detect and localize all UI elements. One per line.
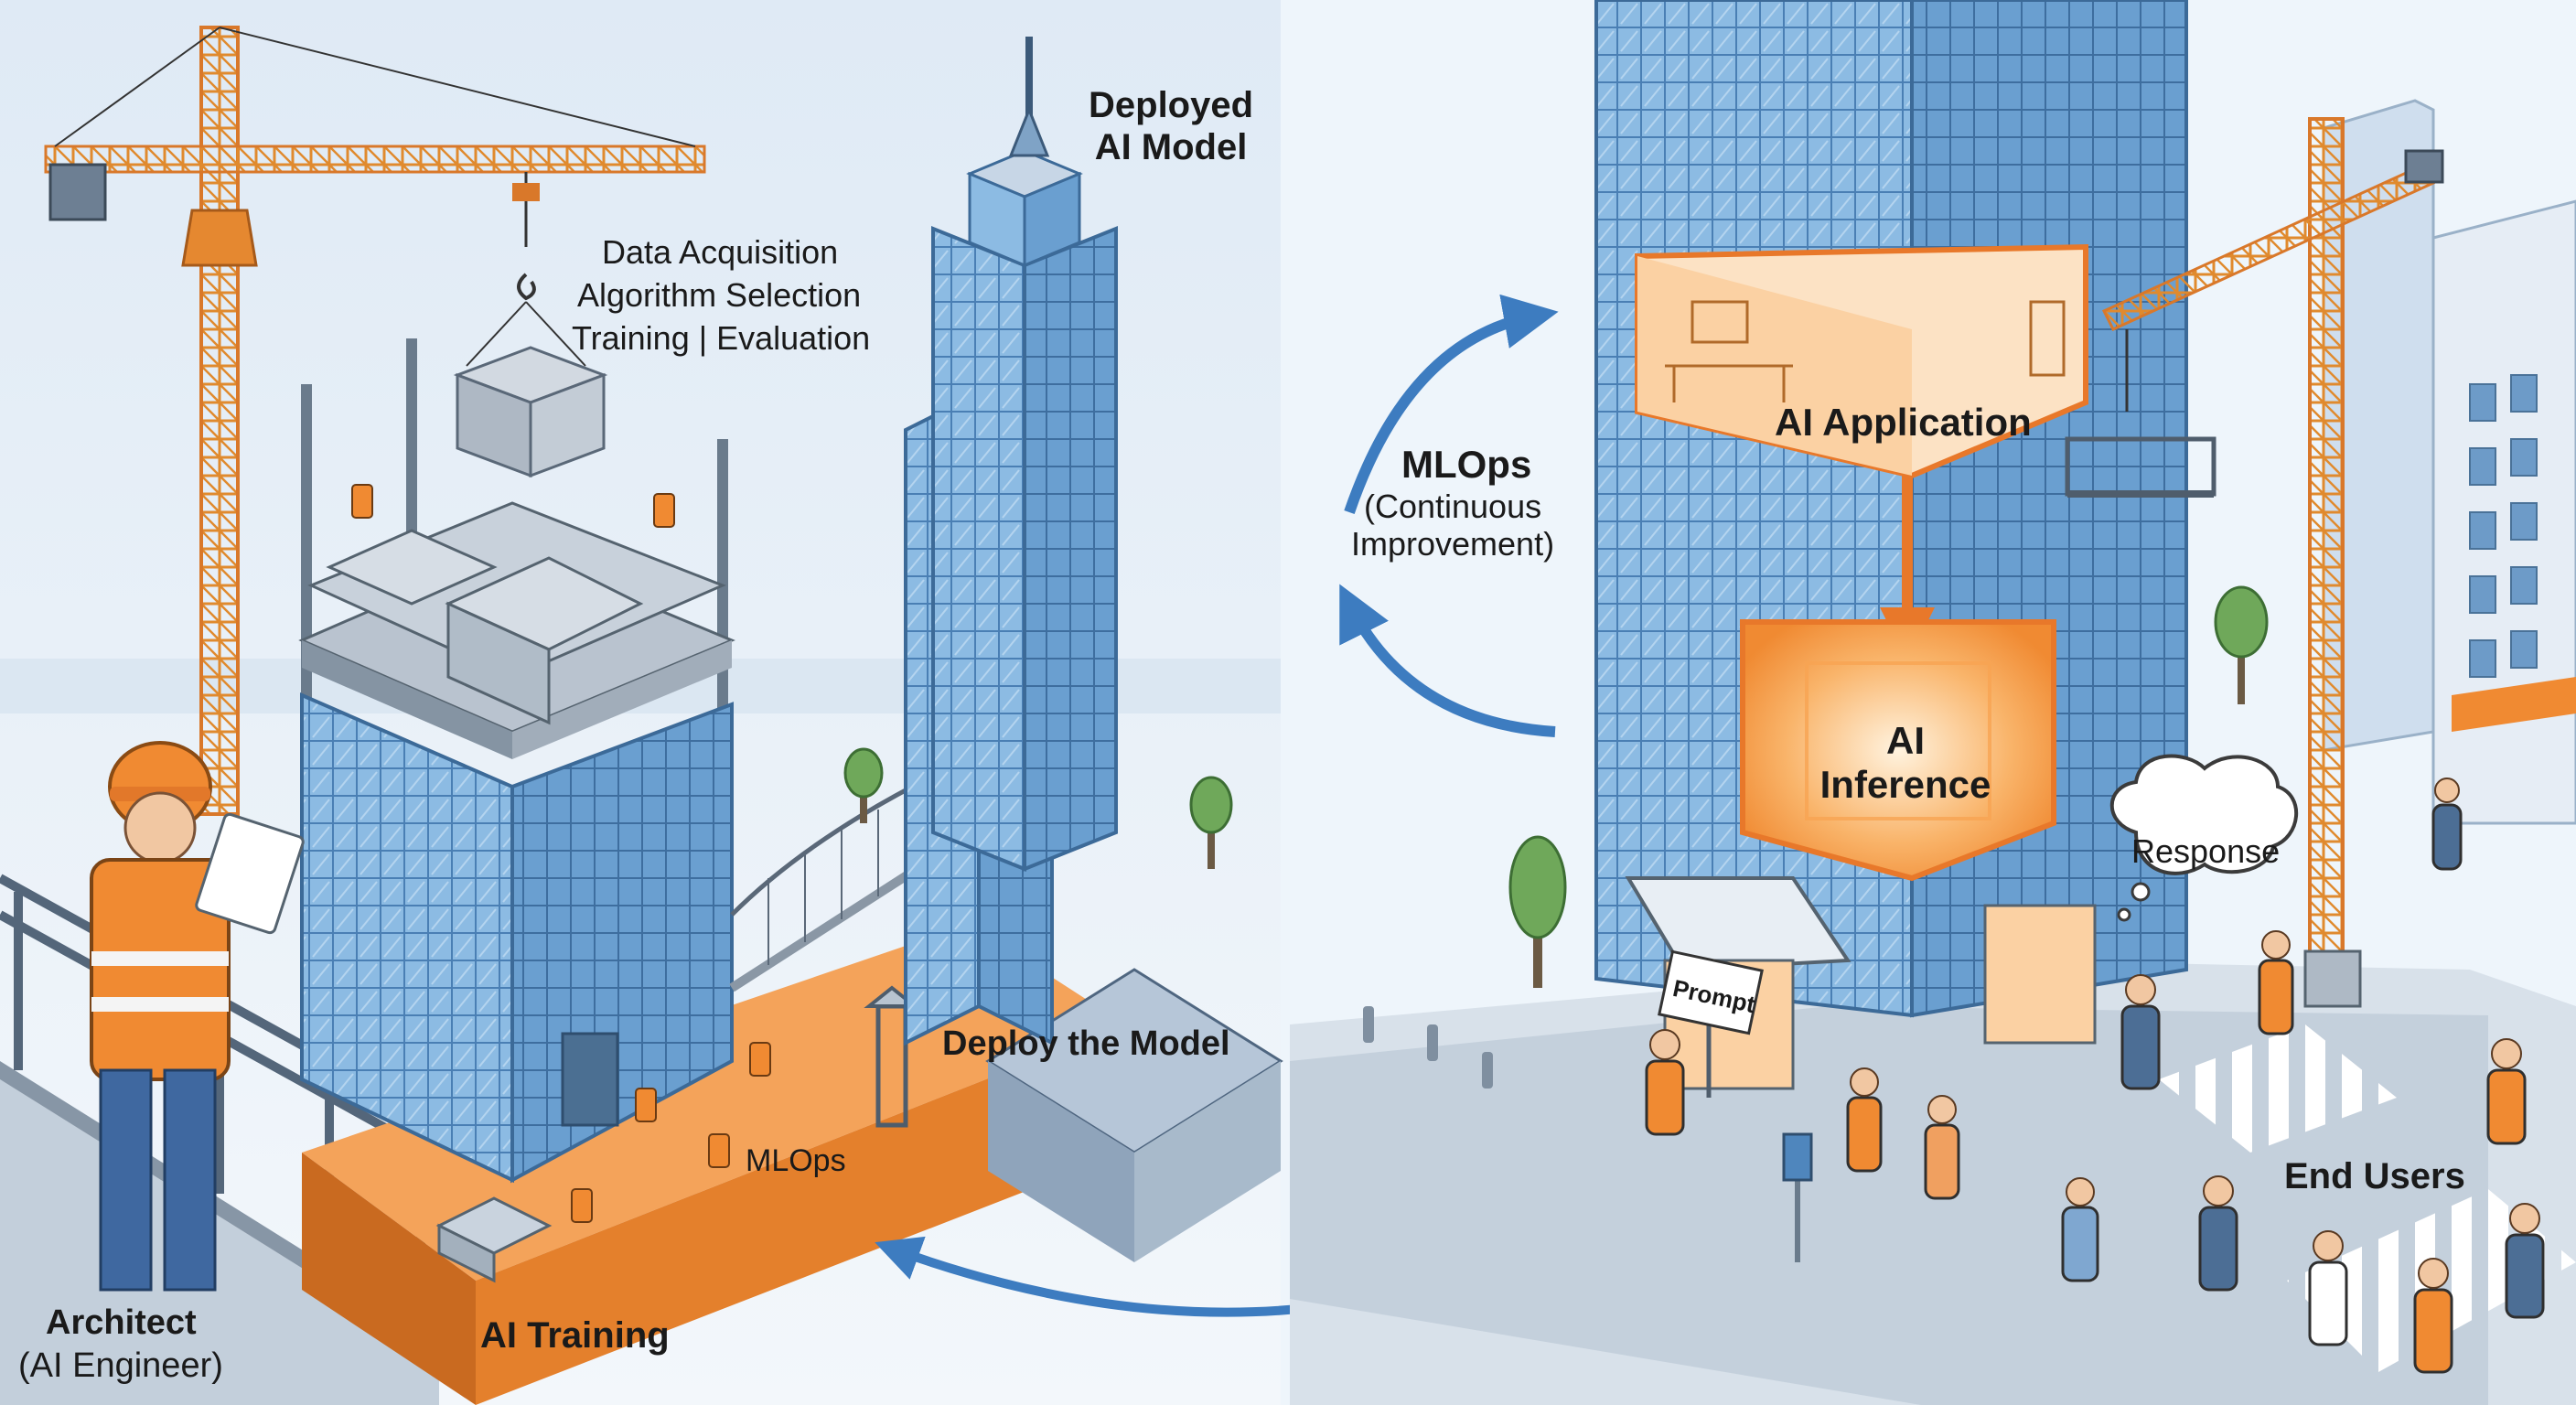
- end-users-label: End Users: [2284, 1156, 2465, 1196]
- left-panel: [0, 0, 1283, 1405]
- deploy-the-model-label: Deploy the Model: [942, 1024, 1230, 1063]
- architect-role-label: (AI Engineer): [18, 1346, 223, 1385]
- mlops-small-label: MLOps: [746, 1143, 846, 1178]
- material-stack: [435, 1196, 553, 1283]
- ai-inference-label: AI Inference: [1819, 719, 1991, 807]
- tower-crane-icon: [44, 26, 706, 816]
- ai-application-label: AI Application: [1775, 401, 2032, 444]
- architect-label: Architect: [46, 1303, 197, 1342]
- mlops-cycle-arrows: [1339, 294, 1559, 737]
- tower-crane-icon-right: [2065, 117, 2444, 1008]
- ai-tower: [1594, 0, 2188, 1090]
- training-evaluation-label: Training | Evaluation: [572, 319, 871, 357]
- right-panel: [1290, 0, 2576, 1405]
- background-buildings: [2322, 99, 2576, 825]
- speech-bubble-icon: [2109, 754, 2299, 922]
- architect-figure: [90, 741, 305, 1292]
- street-sign: [1782, 1132, 1813, 1262]
- tree-icon: [843, 747, 1233, 869]
- water-tower-icon: [864, 985, 920, 1128]
- deployed-skyscraper: [904, 37, 1283, 1262]
- prompt-sign: [1658, 949, 1764, 1098]
- algorithm-selection-label: Algorithm Selection: [577, 276, 862, 314]
- hanging-concrete-block: [453, 301, 608, 478]
- mlops-title-label: MLOps: [1401, 443, 1532, 486]
- tree-icon-right: [1508, 585, 2269, 988]
- building-under-construction: [298, 338, 735, 1184]
- end-user-person-icons: [1645, 778, 2545, 1374]
- mlops-subtitle-label: (Continuous Improvement): [1351, 488, 1555, 563]
- construction-worker-icon: [351, 484, 771, 1223]
- data-acquisition-label: Data Acquisition: [602, 233, 839, 271]
- deployed-model-label: Deployed AI Model: [1089, 85, 1254, 167]
- office-desk-icon: [1665, 300, 2066, 402]
- ai-training-label: AI Training: [480, 1315, 670, 1356]
- response-label: Response: [2131, 832, 2281, 870]
